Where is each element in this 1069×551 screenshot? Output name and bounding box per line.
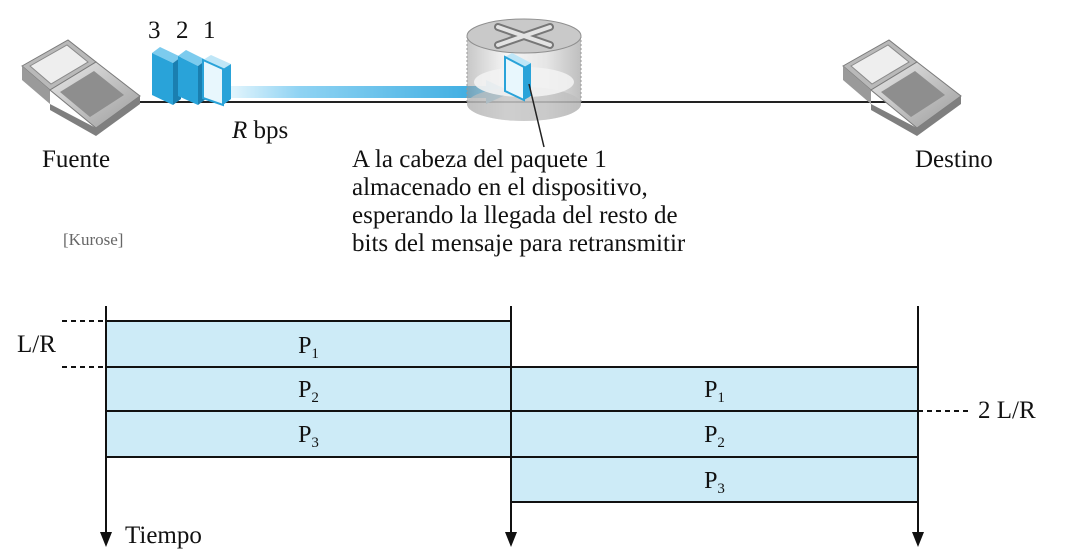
left-packet-3: P3 [106,411,511,457]
note-line-2: almacenado en el dispositivo, [352,174,648,201]
source-laptop-icon [21,39,141,136]
right-slot-3 [510,456,919,503]
packet-index: 3 [717,481,725,497]
two-lr-label: 2 L/R [978,397,1036,424]
right-packet-1: P1 [511,367,918,411]
right-packet-2: P2 [511,411,918,457]
left-packet-1: P1 [106,321,511,367]
packet-index: 2 [717,435,725,451]
packet-prefix: P [298,333,312,359]
rate-variable: R [232,117,248,144]
link-rate-label: R bps [232,118,288,143]
packet-number-1: 1 [203,17,216,44]
packet-prefix: P [704,422,718,448]
right-slot-1 [510,366,919,412]
destination-laptop-icon [842,39,962,136]
packet-3-shape [152,47,181,105]
source-label: Fuente [42,146,111,173]
packet-number-2: 2 [176,17,189,44]
lr-label: L/R [17,331,56,358]
packet-number-3: 3 [148,17,161,44]
packet-prefix: P [704,377,718,403]
note-line-3: esperando la llegada del resto de [352,202,678,229]
note-line-1: A la cabeza del paquete 1 [352,146,607,173]
rate-unit: bps [253,117,289,144]
packet-2-shape [178,50,206,105]
left-packet-2: P2 [106,367,511,411]
left-slot-2 [105,366,512,412]
right-packet-3: P3 [511,457,918,502]
packet-prefix: P [704,468,718,494]
switch-device-icon [466,18,582,148]
packet-index: 1 [311,346,319,362]
note-line-4: bits del mensaje para retransmitir [352,230,686,257]
packet-index: 2 [311,390,319,406]
time-label: Tiempo [125,522,202,549]
destination-label: Destino [915,146,993,173]
packet-prefix: P [298,377,312,403]
packet-index: 1 [717,390,725,406]
packet-1-shape [202,55,231,107]
packet-prefix: P [298,422,312,448]
transmission-arrow [228,80,512,104]
callout-note: A la cabeza del paquete 1 almacenado en … [352,146,685,258]
right-slot-2 [510,410,919,458]
packet-index: 3 [311,435,319,451]
citation: [Kurose] [63,230,124,249]
left-slot-3 [105,410,512,458]
